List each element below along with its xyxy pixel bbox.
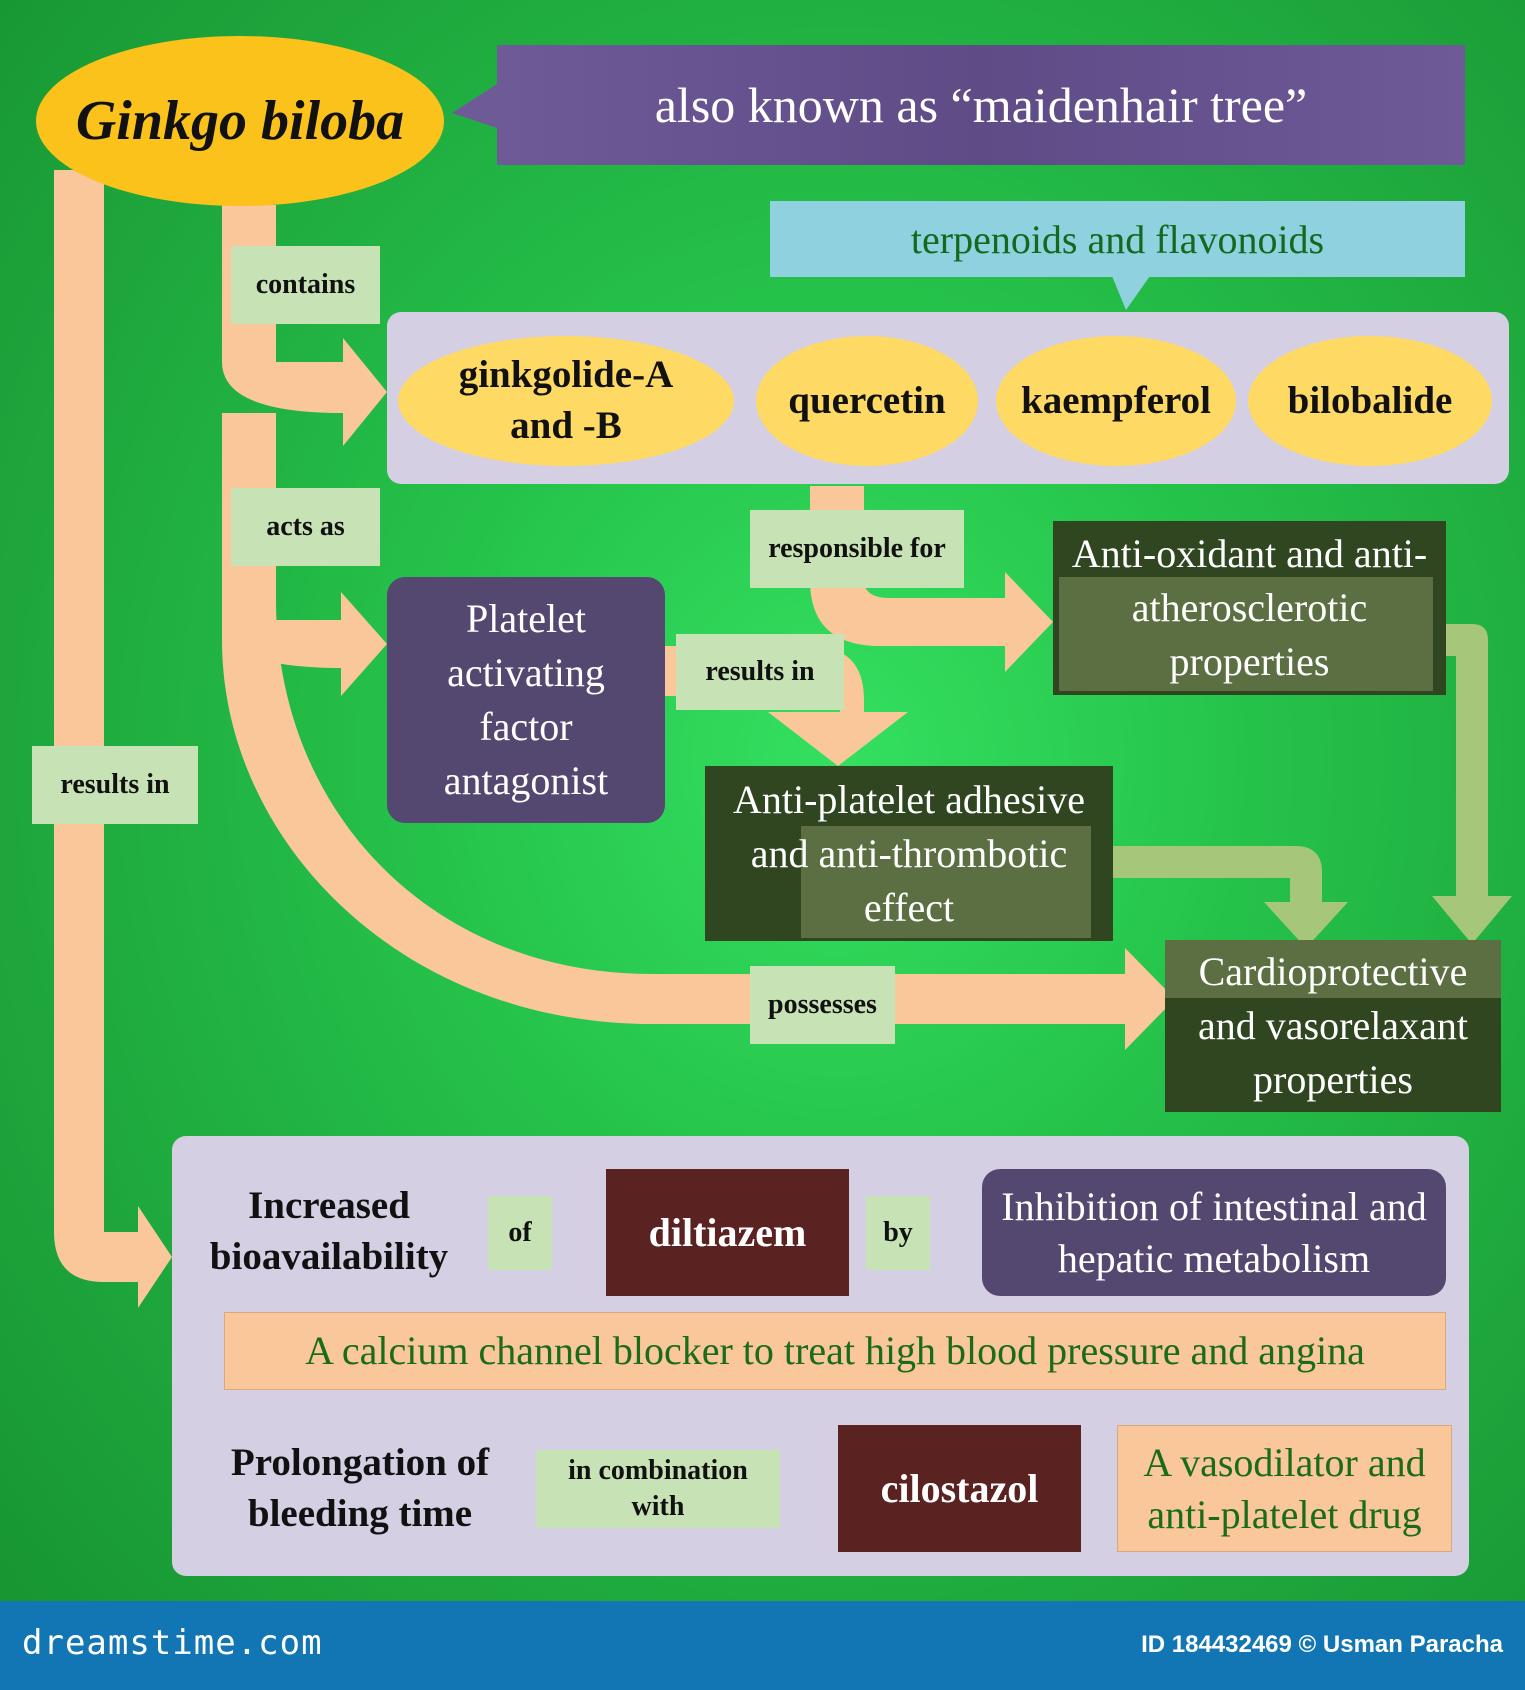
compound-kaempferol-label: kaempferol xyxy=(1021,378,1211,422)
label-by-text: by xyxy=(883,1216,913,1248)
prolongation-bleeding: Prolongation of bleeding time xyxy=(200,1432,520,1546)
diltiazem-text: diltiazem xyxy=(648,1210,807,1255)
aka-text: also known as “maidenhair tree” xyxy=(654,77,1308,133)
label-in-combination-with: in combination with xyxy=(536,1450,780,1528)
label-possesses: possesses xyxy=(750,966,895,1044)
label-results-in-main: results in xyxy=(32,746,198,824)
footer-credit: ID 184432469 © Usman Paracha xyxy=(1141,1631,1503,1658)
diltiazem-box: diltiazem xyxy=(606,1169,849,1296)
compound-quercetin-label: quercetin xyxy=(788,378,946,422)
cilostazol-box: cilostazol xyxy=(838,1425,1081,1552)
inhibition-text: Inhibition of intestinal and hepatic met… xyxy=(1001,1183,1427,1281)
label-results-in-main-text: results in xyxy=(60,768,170,800)
antiplatelet-text: Anti-platelet adhesive and anti-thrombot… xyxy=(732,776,1086,930)
inhibition-box: Inhibition of intestinal and hepatic met… xyxy=(982,1169,1446,1296)
compound-kaempferol: kaempferol xyxy=(996,336,1236,466)
arrow-antioxidant-to-cardio xyxy=(1432,624,1512,944)
cardio-box: Cardioprotective and vasorelaxant proper… xyxy=(1165,940,1501,1112)
prolongation-text: Prolongation of bleeding time xyxy=(230,1441,490,1535)
callout-pointer-aka xyxy=(452,84,497,128)
antioxidant-box: Anti-oxidant and anti-atherosclerotic pr… xyxy=(1053,521,1446,695)
diltiazem-note-text: A calcium channel blocker to treat high … xyxy=(305,1328,1365,1373)
arrow-possesses xyxy=(222,600,1175,1050)
label-of: of xyxy=(488,1196,552,1270)
cardio-text: Cardioprotective and vasorelaxant proper… xyxy=(1198,949,1468,1102)
cilostazol-text: cilostazol xyxy=(880,1466,1039,1511)
callout-pointer-class xyxy=(1112,276,1150,310)
label-contains: contains xyxy=(231,246,380,324)
paf-text: Platelet activating factor antagonist xyxy=(443,596,609,803)
label-in-combination-text: in combination with xyxy=(568,1454,748,1522)
increased-bioavailability: Increased bioavailability xyxy=(186,1175,472,1289)
arrow-results-in-main xyxy=(54,170,172,1308)
diltiazem-note: A calcium channel blocker to treat high … xyxy=(224,1312,1446,1390)
footer-brand[interactable]: dreamstime.com xyxy=(22,1623,323,1663)
antioxidant-text: Anti-oxidant and anti-atherosclerotic pr… xyxy=(1071,531,1428,684)
arrow-antiplatelet-to-cardio xyxy=(1093,846,1348,948)
label-contains-text: contains xyxy=(255,268,356,300)
label-results-in-paf-text: results in xyxy=(705,655,815,687)
arrow-responsible-for xyxy=(810,486,1053,672)
label-acts-as: acts as xyxy=(231,488,380,566)
class-text: terpenoids and flavonoids xyxy=(910,216,1325,262)
compound-ginkgolide-label: ginkgolide-A and -B xyxy=(458,353,674,447)
paf-box: Platelet activating factor antagonist xyxy=(387,577,665,823)
footer-bar: dreamstime.com ID 184432469 © Usman Para… xyxy=(0,1601,1525,1690)
antiplatelet-box: Anti-platelet adhesive and anti-thrombot… xyxy=(705,766,1113,941)
label-acts-as-text: acts as xyxy=(266,510,345,542)
class-callout: terpenoids and flavonoids xyxy=(770,201,1465,277)
compound-quercetin: quercetin xyxy=(756,336,978,466)
label-responsible-for-text: responsible for xyxy=(768,532,946,564)
compound-ginkgolide: ginkgolide-A and -B xyxy=(398,336,734,466)
aka-callout: also known as “maidenhair tree” xyxy=(497,45,1465,165)
label-results-in-paf: results in xyxy=(676,634,844,710)
title-oval: Ginkgo biloba xyxy=(36,36,444,206)
label-by: by xyxy=(866,1196,930,1270)
increased-bioavailability-text: Increased bioavailability xyxy=(209,1184,449,1278)
label-responsible-for: responsible for xyxy=(750,510,964,588)
cilostazol-note: A vasodilator and anti-platelet drug xyxy=(1117,1425,1452,1552)
label-of-text: of xyxy=(508,1216,532,1248)
label-possesses-text: possesses xyxy=(768,988,877,1020)
cilostazol-note-text: A vasodilator and anti-platelet drug xyxy=(1143,1439,1426,1537)
compound-bilobalide-label: bilobalide xyxy=(1287,378,1453,422)
compound-bilobalide: bilobalide xyxy=(1248,336,1492,466)
page-title: Ginkgo biloba xyxy=(75,90,405,152)
arrow-contains xyxy=(222,205,387,446)
